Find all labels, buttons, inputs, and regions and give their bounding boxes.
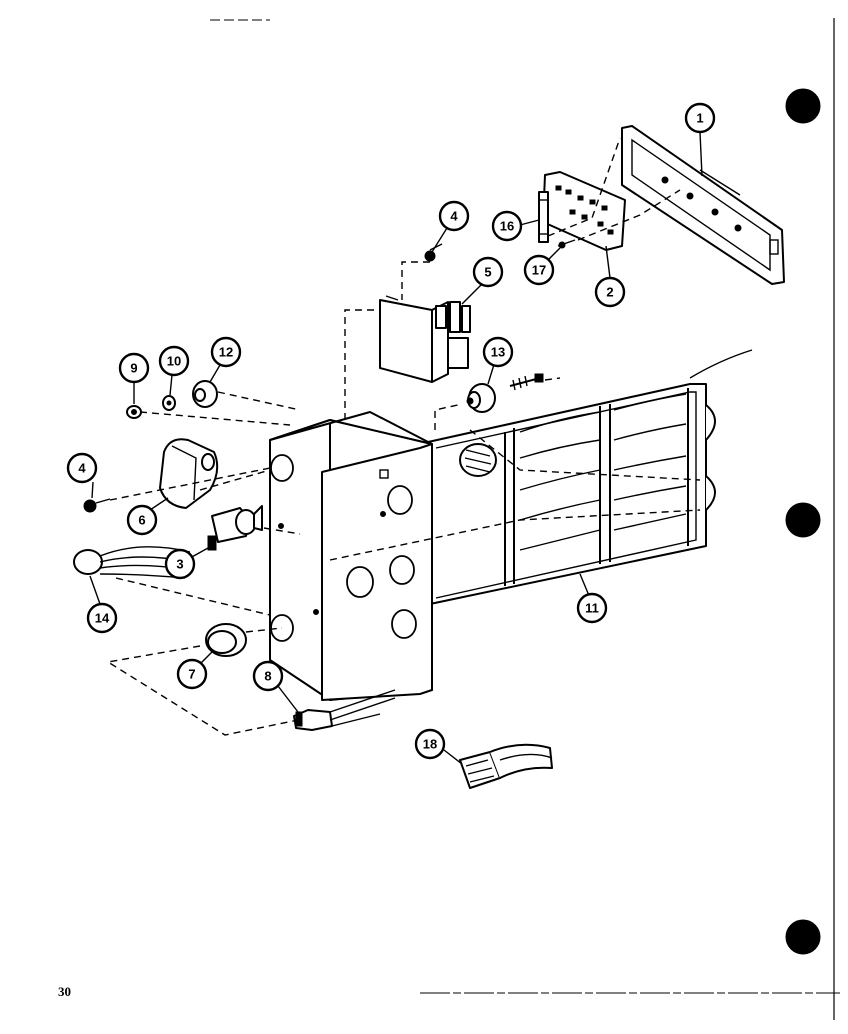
part-13-knob bbox=[466, 383, 496, 413]
svg-text:11: 11 bbox=[585, 601, 599, 616]
part-relay bbox=[379, 295, 471, 383]
page-frame bbox=[210, 18, 840, 1020]
svg-text:3: 3 bbox=[176, 557, 183, 572]
callout-5: 5 bbox=[472, 256, 504, 288]
callout-11: 11 bbox=[576, 592, 608, 624]
part-wire-harness bbox=[73, 546, 191, 579]
leader-lines bbox=[89, 131, 703, 765]
page-number: 30 bbox=[58, 984, 71, 999]
part-control-box bbox=[269, 411, 433, 701]
callout-8: 8 bbox=[252, 660, 284, 692]
binder-holes bbox=[785, 88, 821, 955]
svg-text:4: 4 bbox=[450, 209, 458, 224]
svg-text:1: 1 bbox=[696, 111, 703, 126]
part-mounting-bracket bbox=[621, 125, 785, 285]
part-screw-left bbox=[83, 498, 111, 513]
svg-text:10: 10 bbox=[167, 354, 181, 369]
svg-text:16: 16 bbox=[500, 219, 514, 234]
callout-14: 14 bbox=[86, 602, 118, 634]
part-connector bbox=[459, 743, 553, 789]
part-screw-top bbox=[424, 243, 443, 262]
part-heater-assembly bbox=[427, 349, 753, 605]
part-circuit-board bbox=[542, 171, 626, 251]
callout-12: 12 bbox=[210, 336, 242, 368]
part-fuse bbox=[538, 191, 549, 243]
callout-13: 13 bbox=[482, 336, 514, 368]
callout-9: 9 bbox=[118, 352, 150, 384]
callout-1: 1 bbox=[684, 102, 716, 134]
binder-hole-top bbox=[785, 88, 821, 124]
part-washer bbox=[162, 395, 176, 411]
svg-text:12: 12 bbox=[219, 345, 233, 360]
callout-4-left: 4 bbox=[66, 452, 98, 484]
binder-hole-bottom bbox=[785, 919, 821, 955]
callout-16: 16 bbox=[491, 210, 523, 242]
svg-text:17: 17 bbox=[532, 263, 546, 278]
svg-text:9: 9 bbox=[130, 361, 137, 376]
callout-2: 2 bbox=[594, 276, 626, 308]
part-grommet bbox=[205, 623, 247, 657]
part-small-screw bbox=[557, 239, 576, 249]
callout-18: 18 bbox=[414, 728, 446, 760]
callout-3: 3 bbox=[164, 548, 196, 580]
assembly-guide-lines bbox=[106, 137, 701, 736]
callout-6: 6 bbox=[126, 504, 158, 536]
callout-7: 7 bbox=[176, 658, 208, 690]
svg-text:4: 4 bbox=[78, 461, 86, 476]
part-bushing bbox=[192, 380, 218, 408]
part-nut bbox=[126, 405, 142, 419]
svg-text:6: 6 bbox=[138, 513, 145, 528]
part-thermostat bbox=[159, 438, 219, 509]
svg-text:8: 8 bbox=[264, 669, 271, 684]
part-bolt bbox=[509, 373, 544, 391]
svg-text:18: 18 bbox=[423, 737, 437, 752]
callout-4-top: 4 bbox=[438, 200, 470, 232]
svg-text:5: 5 bbox=[484, 265, 491, 280]
svg-text:7: 7 bbox=[188, 667, 195, 682]
svg-text:13: 13 bbox=[491, 345, 505, 360]
callout-17: 17 bbox=[523, 254, 555, 286]
callout-10: 10 bbox=[158, 345, 190, 377]
callouts: 1 2 3 4 4 5 6 7 8 9 10 11 12 13 14 16 17… bbox=[66, 102, 716, 760]
part-plug-cord bbox=[293, 689, 396, 731]
svg-text:2: 2 bbox=[606, 285, 613, 300]
part-switch bbox=[207, 505, 263, 551]
binder-hole-middle bbox=[785, 502, 821, 538]
svg-text:14: 14 bbox=[95, 611, 110, 626]
